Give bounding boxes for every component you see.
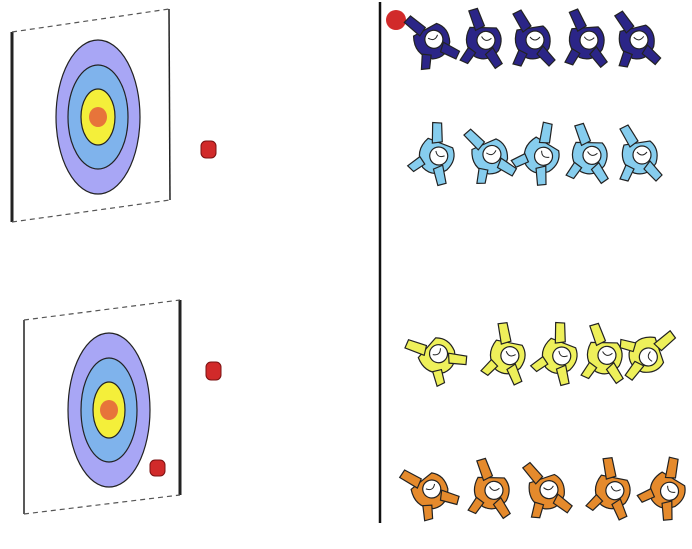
throwing-player-icon [406, 121, 455, 187]
throwing-player-icon [564, 8, 608, 69]
throwing-player-icon [580, 322, 624, 385]
team-row-yellow [404, 321, 677, 388]
throwing-player-icon [510, 121, 560, 186]
throwing-player-icon [463, 128, 518, 184]
target-bullseye [100, 400, 118, 420]
throwing-player-icon [529, 321, 578, 387]
ball-icon [386, 10, 406, 30]
throwing-player-icon [636, 456, 686, 521]
throwing-player-icon [512, 9, 556, 67]
team-row-navy [403, 7, 662, 71]
target-icon [67, 332, 151, 488]
target-icon [55, 39, 141, 195]
throwing-player-icon [403, 15, 461, 71]
throwing-player-icon [585, 457, 631, 521]
throwing-player-icon [404, 337, 468, 388]
throwing-player-icon [619, 124, 663, 182]
throwing-player-icon [521, 461, 573, 519]
ball-near-top-target [200, 140, 217, 159]
target-bullseye [89, 107, 107, 127]
team-row-lightblue [406, 121, 663, 187]
throwing-player-icon [565, 122, 609, 185]
throwing-player-icon [480, 322, 526, 386]
ball-near-bottom-target [205, 361, 222, 381]
ball-icon [149, 459, 166, 477]
throwing-player-icon [459, 7, 503, 70]
throwing-player-icon [613, 10, 662, 68]
throwing-player-icon [619, 329, 677, 381]
top-board-right-edge [168, 8, 171, 201]
top-target [10, 8, 171, 223]
ball-on-board [149, 459, 166, 477]
bottom-board-bottom-edge [23, 494, 181, 515]
throwing-player-icon [467, 457, 511, 520]
ball-icon [205, 361, 222, 381]
throwing-player-icon [398, 469, 460, 522]
bottom-target [23, 299, 182, 515]
ball-icon [200, 140, 217, 159]
team-row-orange [398, 456, 686, 522]
